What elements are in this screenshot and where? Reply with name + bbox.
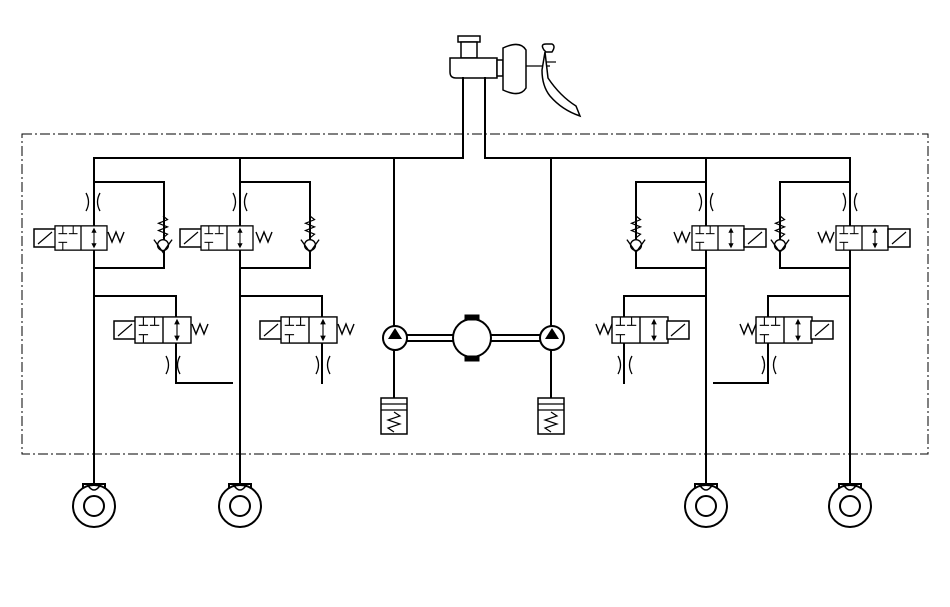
accumulator-left-icon (380, 397, 408, 435)
outlet-valve-fl (113, 316, 209, 375)
brake-master-cylinder-icon (449, 35, 582, 118)
wheel-brake-rr-icon (828, 483, 872, 528)
outlet-valve-fr (259, 316, 355, 375)
outlet-valve-rl (595, 316, 690, 375)
wheel-brake-fr-icon (218, 483, 262, 528)
wheel-brake-fl-icon (72, 483, 116, 528)
pump-right-icon (539, 325, 565, 351)
pump-motor-icon (452, 314, 492, 362)
hydraulic-unit-boundary (21, 133, 929, 455)
hydraulic-lines (93, 77, 851, 483)
wheel-brake-rl-icon (684, 483, 728, 528)
outlet-valve-rr (739, 316, 834, 375)
inlet-valve-fr (179, 192, 320, 254)
inlet-valve-fl (33, 192, 173, 254)
inlet-valve-rl (626, 192, 767, 254)
inlet-valve-rr (770, 192, 911, 254)
accumulator-right-icon (537, 397, 565, 435)
pump-left-icon (382, 325, 408, 351)
